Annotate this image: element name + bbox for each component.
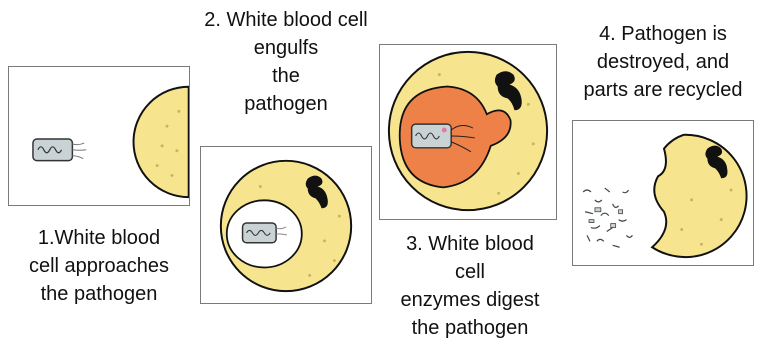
caption-line: 4. Pathogen is [568, 20, 758, 48]
step-2-caption: 2. White blood cell engulfs the pathogen [176, 6, 396, 118]
caption-line: the pathogen [372, 314, 568, 342]
pathogen [33, 139, 86, 161]
pathogen-fragment-pieces [589, 208, 623, 228]
step-2-illustration [201, 147, 371, 303]
step-3-caption: 3. White blood cell enzymes digest the p… [372, 230, 568, 342]
step-4-caption: 4. Pathogen is destroyed, and parts are … [568, 20, 758, 104]
step-3-illustration [380, 45, 556, 219]
step-3-panel [379, 44, 557, 220]
pathogen-fragments [583, 188, 632, 247]
caption-line: 1.White blood [8, 224, 190, 252]
caption-line: cell approaches [8, 252, 190, 280]
caption-line: enzymes digest [372, 286, 568, 314]
step-4-illustration [573, 121, 753, 265]
step-2-panel [200, 146, 372, 304]
caption-line: the pathogen [8, 280, 190, 308]
step-1-caption: 1.White blood cell approaches the pathog… [8, 224, 190, 308]
caption-line: cell [372, 258, 568, 286]
step-1-illustration [9, 67, 189, 205]
caption-line: 3. White blood [372, 230, 568, 258]
caption-line: pathogen [176, 90, 396, 118]
caption-line: parts are recycled [568, 76, 758, 104]
white-blood-cell [652, 135, 746, 257]
caption-line: destroyed, and [568, 48, 758, 76]
caption-line: the [176, 62, 396, 90]
step-1-panel [8, 66, 190, 206]
caption-line: engulfs [176, 34, 396, 62]
caption-line: 2. White blood cell [176, 6, 396, 34]
step-4-panel [572, 120, 754, 266]
